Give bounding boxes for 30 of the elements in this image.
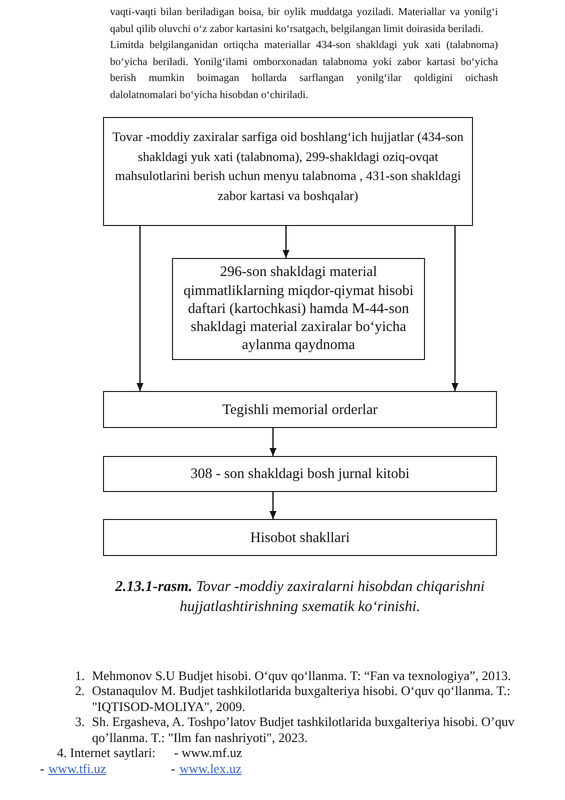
process-box bbox=[103, 117, 473, 226]
box-text: Tovar -moddiy zaxiralar sarfiga oid boshlang‘ich hujjatlar (434-son shakldagi yuk xati (talabnoma), 299-shakldagi oziq-ovqat mahsulotlarini berish uchun menyu talabnoma , 431-son shakldagi zabor kartasi va boshqalar) bbox=[111, 128, 465, 205]
list-number: 2. bbox=[75, 683, 85, 698]
process-box bbox=[103, 391, 497, 428]
arrow bbox=[452, 226, 458, 391]
reference-text: Sh. Ergasheva, A. Toshpo’latov Budjet tashkilotlarida buxgalteriya hisobi. O’quv qo’llanma. T.: "Ilm fan nashriyoti", 2023. bbox=[92, 714, 516, 745]
website-item: - www.mf.uz bbox=[174, 745, 242, 760]
list-heading: 4. Internet saytlari: bbox=[57, 745, 156, 760]
arrow bbox=[282, 226, 290, 258]
box-text: Hisobot shakllari bbox=[250, 528, 350, 546]
box-text: 308 - son shakldagi bosh jurnal kitobi bbox=[190, 465, 410, 483]
body-paragraph: vaqti-vaqti bilan beriladigan boisa, bir oylik muddatga yoziladi. Materiallar va yonilg‘i qabul qilib oluvchi o‘z zabor kartasini ko‘rsatgach, belgilangan limit doirasida beriladi. bbox=[110, 5, 498, 36]
reference-text: Ostanaqulov M. Budjet tashkilotlarida buxgalteriya hisobi. O‘quv qo‘llanma. T.: "IQTISOD-MOLIYA", 2009. bbox=[92, 683, 512, 714]
process-box bbox=[103, 519, 497, 556]
arrow bbox=[270, 492, 276, 519]
figure-caption: 2.13.1-rasm. Tovar -moddiy zaxiralarni hisobdan chiqarishni hujjatlashtirishning sxematik ko‘rinishi. bbox=[114, 578, 486, 617]
process-box bbox=[172, 258, 425, 360]
box-text: Tegishli memorial orderlar bbox=[222, 400, 378, 418]
list-number: 3. bbox=[75, 714, 85, 730]
link: www.lex.uz bbox=[180, 760, 242, 776]
link: www.tfi.uz bbox=[48, 760, 106, 776]
box-text: 296-son shakldagi material qimmatliklarning miqdor-qiymat hisobi daftari (kartochkasi) hamda M-44-son shakldagi material zaxiralar bo‘yicha aylanma qaydnoma bbox=[182, 263, 415, 354]
arrow bbox=[270, 428, 276, 456]
body-paragraph: Limitda belgilanganidan ortiqcha materiallar 434-son shakldagi yuk xati (talabnoma) bo‘yicha beriladi. Yonilg‘ilami omborxonadan talabnoma yoki zabor kartasi bo‘yicha berish mumkin boimagan hollarda sarflangan yonilg‘ilar qoldigini oichash dalolatnomalari bo‘yicha hisobdan o‘chiriladi. bbox=[110, 38, 498, 102]
list-dash: - bbox=[40, 760, 44, 776]
list-dash: - bbox=[171, 760, 176, 776]
reference-text: Mehmonov S.U Budjet hisobi. O‘quv qo‘llanma. T: “Fan va texnologiya”, 2013. bbox=[92, 668, 512, 683]
arrow bbox=[136, 226, 144, 391]
process-box bbox=[103, 456, 497, 492]
list-number: 1. bbox=[75, 668, 85, 683]
